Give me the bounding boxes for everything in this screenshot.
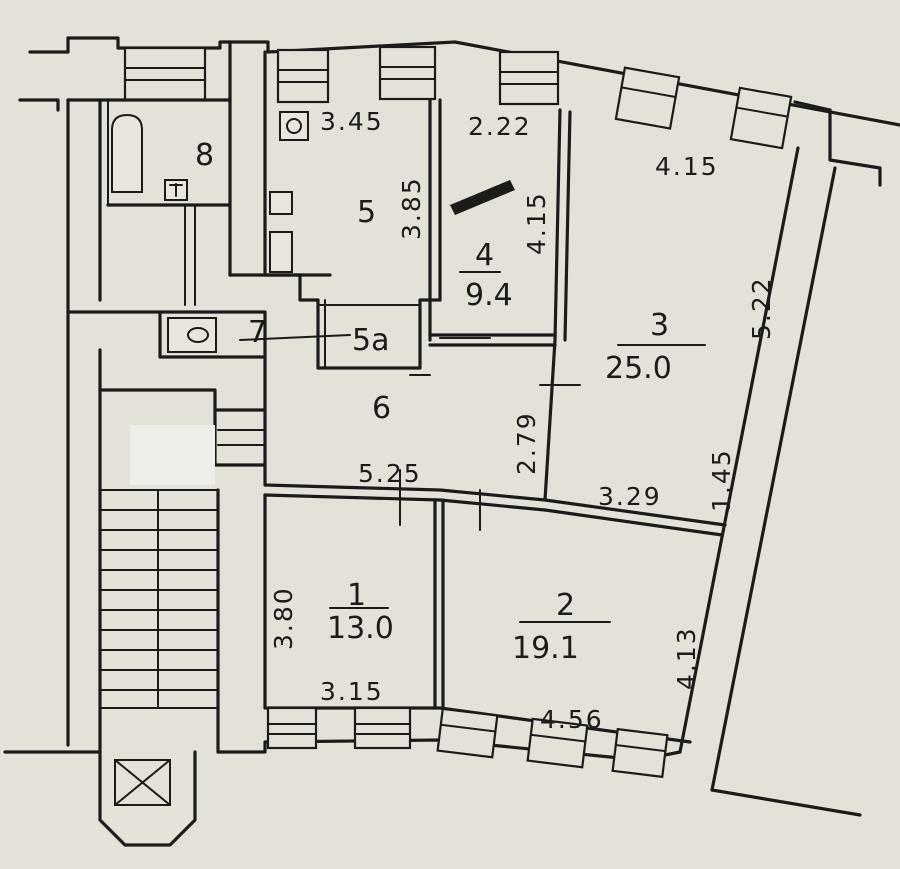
dim-room2-width: 4.56 [540, 705, 604, 734]
bathtub-icon [111, 113, 143, 193]
dim-corridor-width: 2.79 [512, 411, 541, 475]
dim-room3-depth: 5.22 [747, 276, 776, 340]
room-7-number: 7 [248, 315, 267, 350]
room-8-number: 8 [195, 138, 214, 173]
room-4-area: 9.4 [465, 278, 513, 313]
top-windows [123, 45, 793, 150]
interior-walls [66, 40, 727, 754]
dimension-labels: 3.45 3.85 2.22 4.15 4.15 5.22 3.29 1.45 … [269, 107, 776, 734]
dim-corridor-length: 5.25 [358, 459, 422, 488]
room-labels: 8 7 5 5a 6 4 9.4 3 25.0 1 13.0 2 19.1 [195, 138, 706, 666]
bottom-windows [266, 706, 669, 779]
dim-room3-width-top: 4.15 [655, 152, 719, 181]
stove-icon [279, 111, 309, 141]
room-2-number: 2 [556, 588, 575, 623]
room-4-number: 4 [475, 238, 494, 273]
fixtures [111, 111, 309, 353]
dim-room5-width: 3.45 [320, 107, 384, 136]
room-3-area: 25.0 [605, 351, 672, 386]
room-5-number: 5 [357, 195, 376, 230]
dim-room3-side-bottom: 1.45 [707, 448, 736, 512]
stair-mark-icon [450, 180, 515, 215]
sink-icon [269, 191, 293, 215]
counter-icon [269, 231, 293, 273]
outer-walls [3, 36, 900, 847]
room-5a-number: 5a [352, 323, 389, 358]
dim-room1-width: 3.15 [320, 677, 384, 706]
room-6-number: 6 [372, 391, 391, 426]
dim-room3-width-bottom: 3.29 [598, 482, 662, 511]
door-marks [239, 180, 581, 531]
room-1-area: 13.0 [327, 611, 394, 646]
dim-room1-depth: 3.80 [269, 586, 298, 650]
dim-room4-width: 2.22 [468, 112, 532, 141]
staircase [99, 425, 219, 709]
dim-room4-depth: 4.15 [522, 191, 551, 255]
room-3-number: 3 [650, 308, 669, 343]
room-2-area: 19.1 [512, 631, 579, 666]
dim-room5-depth: 3.85 [397, 176, 426, 240]
room-1-number: 1 [347, 578, 366, 613]
dim-room2-depth: 4.13 [672, 626, 701, 690]
